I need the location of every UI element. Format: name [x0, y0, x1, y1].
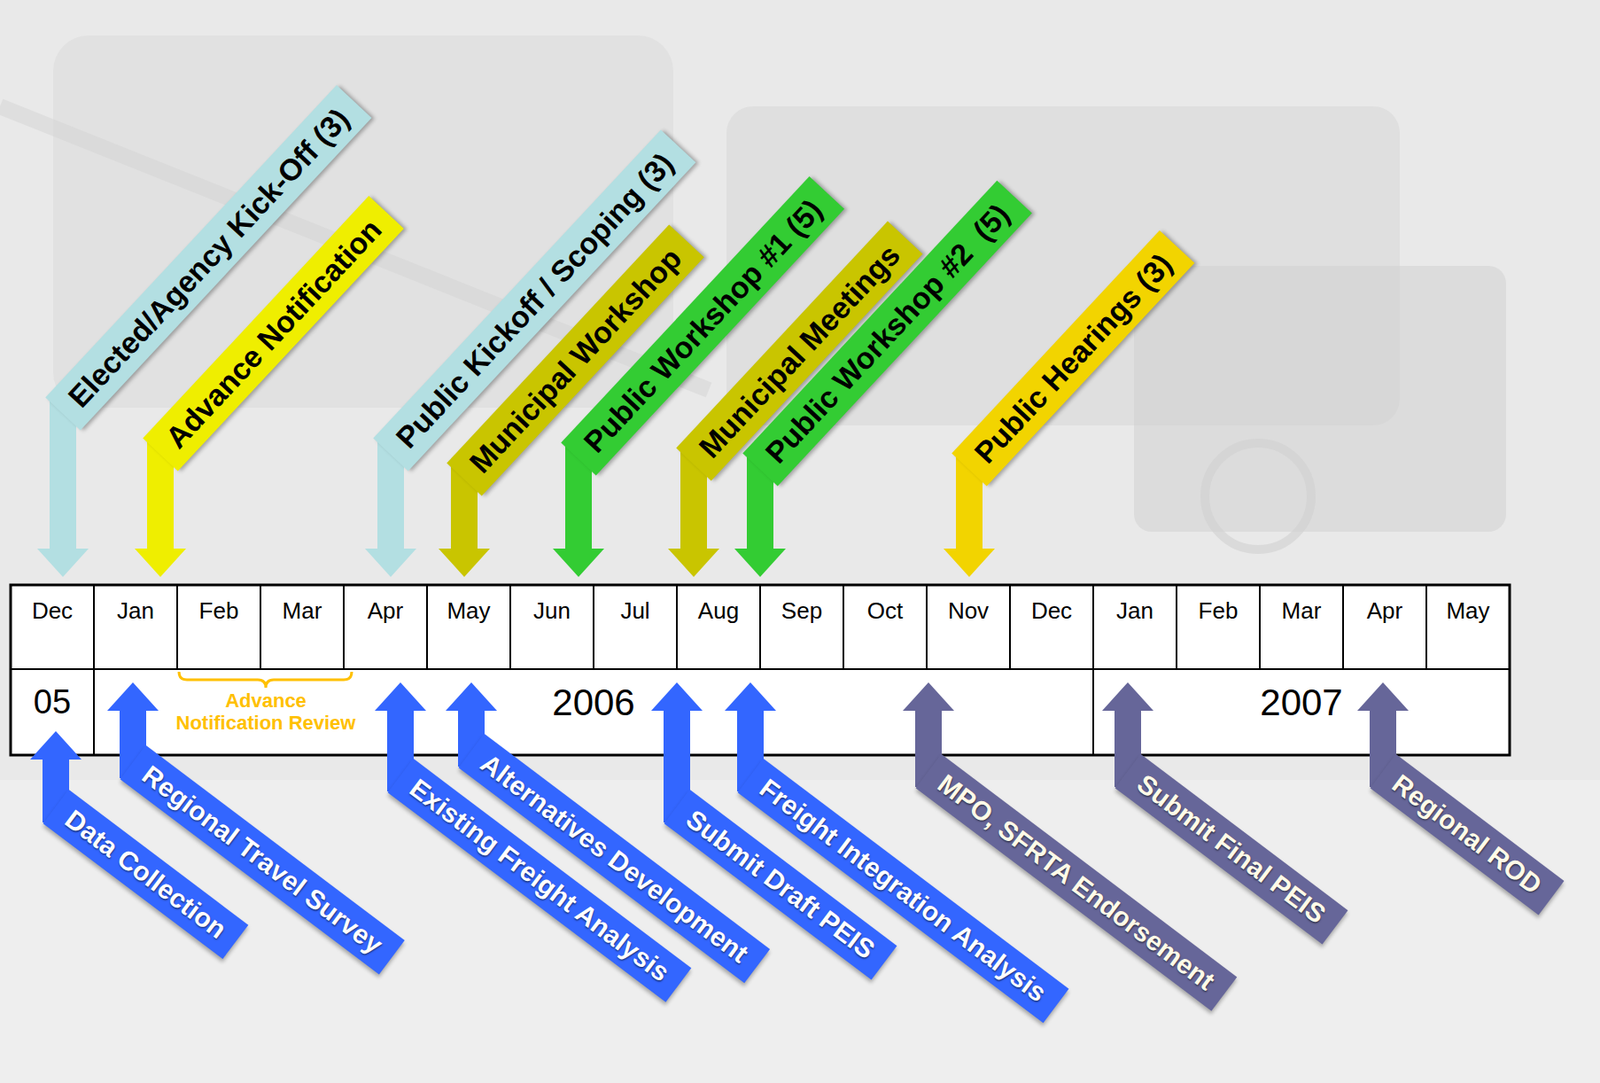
timeline-label: Jun: [533, 597, 571, 625]
note-label: Advance Notification Review: [170, 689, 361, 734]
timeline-label: Sep: [781, 597, 823, 625]
timeline-label: May: [446, 597, 490, 625]
timeline-label: Feb: [1198, 597, 1239, 625]
timeline-label: Nov: [947, 597, 989, 625]
timeline-label: Jan: [1116, 597, 1154, 625]
timeline-label: Apr: [1366, 597, 1403, 625]
timeline-label: Jul: [620, 597, 650, 625]
timeline-label: Feb: [199, 597, 240, 625]
timeline-label: Jan: [116, 597, 155, 625]
timeline-label: 2007: [1259, 681, 1343, 724]
timeline-label: Dec: [31, 597, 73, 625]
timeline-label: May: [1445, 597, 1490, 625]
timeline-label: Mar: [282, 597, 323, 625]
timeline-label: 05: [33, 683, 71, 722]
review-bracket: [178, 671, 352, 688]
timeline-label: Apr: [367, 597, 404, 625]
timeline-label: Oct: [867, 597, 903, 625]
timeline-label: Dec: [1031, 597, 1072, 625]
timeline-label: Aug: [698, 597, 739, 625]
timeline-label: Mar: [1281, 597, 1322, 625]
timeline-label: 2006: [551, 681, 635, 724]
